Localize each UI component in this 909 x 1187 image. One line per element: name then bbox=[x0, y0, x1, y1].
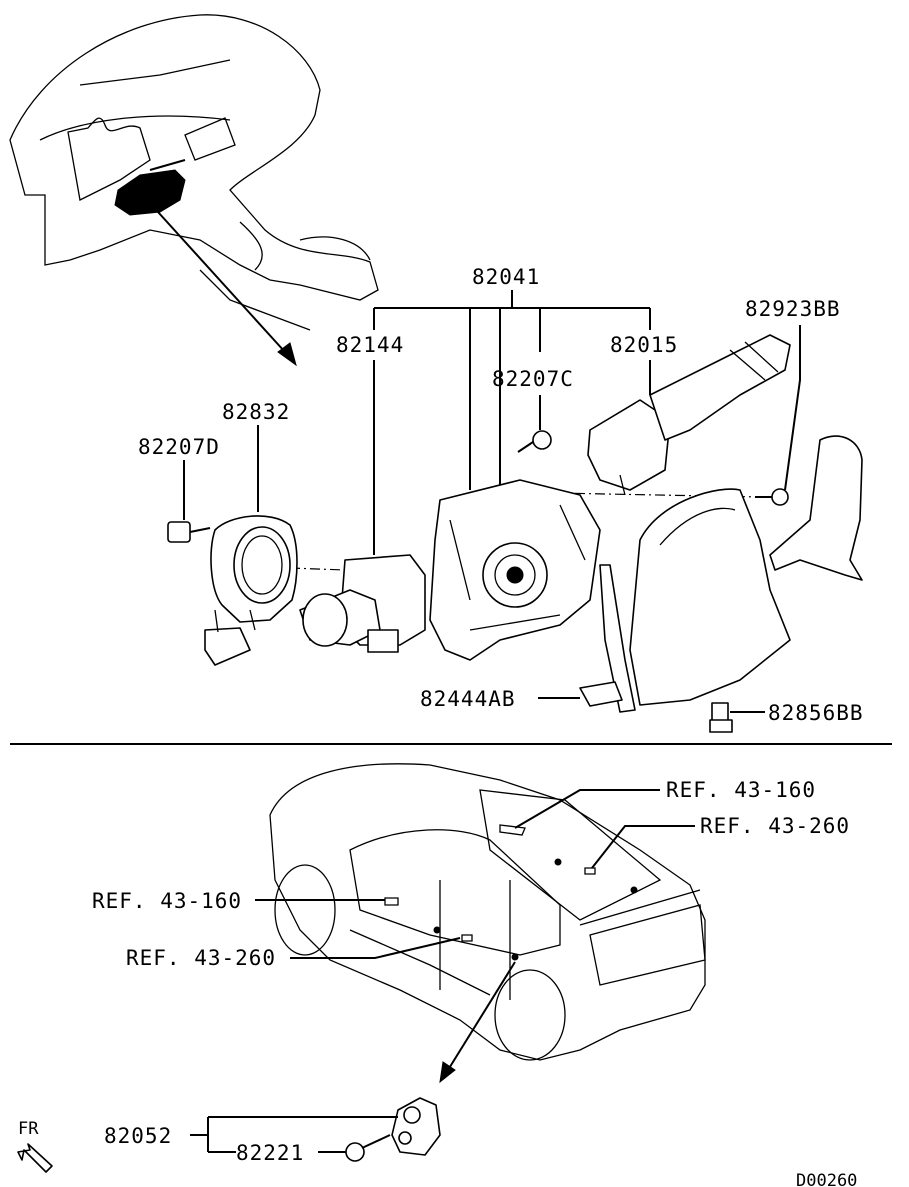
switch-body-82144 bbox=[299, 554, 426, 653]
ref-label-left-1: REF. 43-160 bbox=[92, 889, 242, 913]
steering-wheel-section bbox=[769, 435, 863, 581]
lever-82015 bbox=[587, 334, 791, 496]
column-switch-body-82041 bbox=[429, 479, 601, 661]
clock-spring-82832 bbox=[204, 515, 298, 666]
bolt-82856BB bbox=[709, 702, 733, 733]
label-82832: 82832 bbox=[222, 400, 290, 424]
label-82923BB: 82923BB bbox=[745, 297, 841, 321]
label-82444AB: 82444AB bbox=[420, 687, 516, 711]
label-82856BB: 82856BB bbox=[768, 701, 864, 725]
label-fr: FR bbox=[18, 1119, 39, 1139]
label-82221: 82221 bbox=[236, 1141, 304, 1165]
screw-82923BB bbox=[755, 488, 789, 506]
label-82207D: 82207D bbox=[138, 435, 220, 459]
diagram-code: D00260 bbox=[796, 1171, 857, 1187]
screw-82207D bbox=[167, 521, 211, 543]
ref-label-top-1: REF. 43-160 bbox=[666, 778, 816, 802]
dashboard-illustration bbox=[9, 14, 379, 367]
label-82041: 82041 bbox=[472, 265, 540, 289]
label-82052: 82052 bbox=[104, 1124, 172, 1148]
sensor-82052 bbox=[391, 1097, 441, 1156]
front-direction-arrow-icon bbox=[17, 1143, 53, 1173]
screw-82207C bbox=[517, 430, 552, 453]
label-82144: 82144 bbox=[336, 333, 404, 357]
ref-label-top-2: REF. 43-260 bbox=[700, 814, 850, 838]
ref-leader-lines bbox=[255, 789, 695, 1084]
screw-82221 bbox=[345, 1134, 391, 1162]
label-82015: 82015 bbox=[610, 333, 678, 357]
column-cover-82444AB bbox=[579, 488, 791, 713]
vehicle-illustration bbox=[269, 763, 706, 1061]
leader-lines-top bbox=[183, 290, 801, 713]
leader-82052 bbox=[190, 1116, 398, 1153]
ref-label-left-2: REF. 43-260 bbox=[126, 946, 276, 970]
label-82207C: 82207C bbox=[492, 367, 574, 391]
steering-column-switch-location bbox=[114, 159, 186, 216]
